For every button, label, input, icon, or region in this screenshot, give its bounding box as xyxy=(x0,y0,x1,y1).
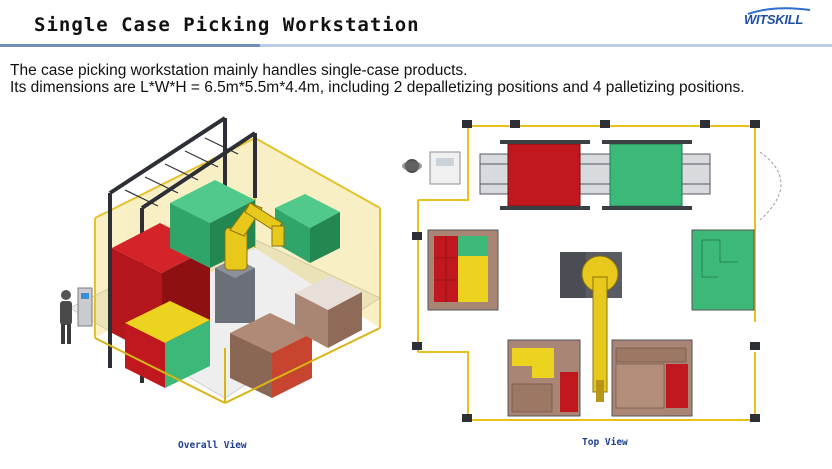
logo-text: WITSKILL xyxy=(744,12,803,27)
intro-text: The case picking workstation mainly hand… xyxy=(10,62,745,96)
header-divider-accent xyxy=(0,44,260,47)
header-divider xyxy=(0,44,832,47)
top-view-operator xyxy=(402,159,422,173)
slide-title: Single Case Picking Workstation xyxy=(34,14,420,36)
company-logo: WITSKILL xyxy=(744,7,811,27)
top-view-illustration xyxy=(402,120,782,422)
overall-view-illustration xyxy=(60,116,382,404)
operator-figure xyxy=(60,290,72,344)
caption-top-view: Top View xyxy=(582,437,628,448)
caption-overall-view: Overall View xyxy=(178,440,247,451)
logo-swoosh-icon xyxy=(747,7,811,15)
intro-line-1: The case picking workstation mainly hand… xyxy=(10,62,468,79)
intro-line-2: Its dimensions are L*W*H = 6.5m*5.5m*4.4… xyxy=(10,79,745,96)
